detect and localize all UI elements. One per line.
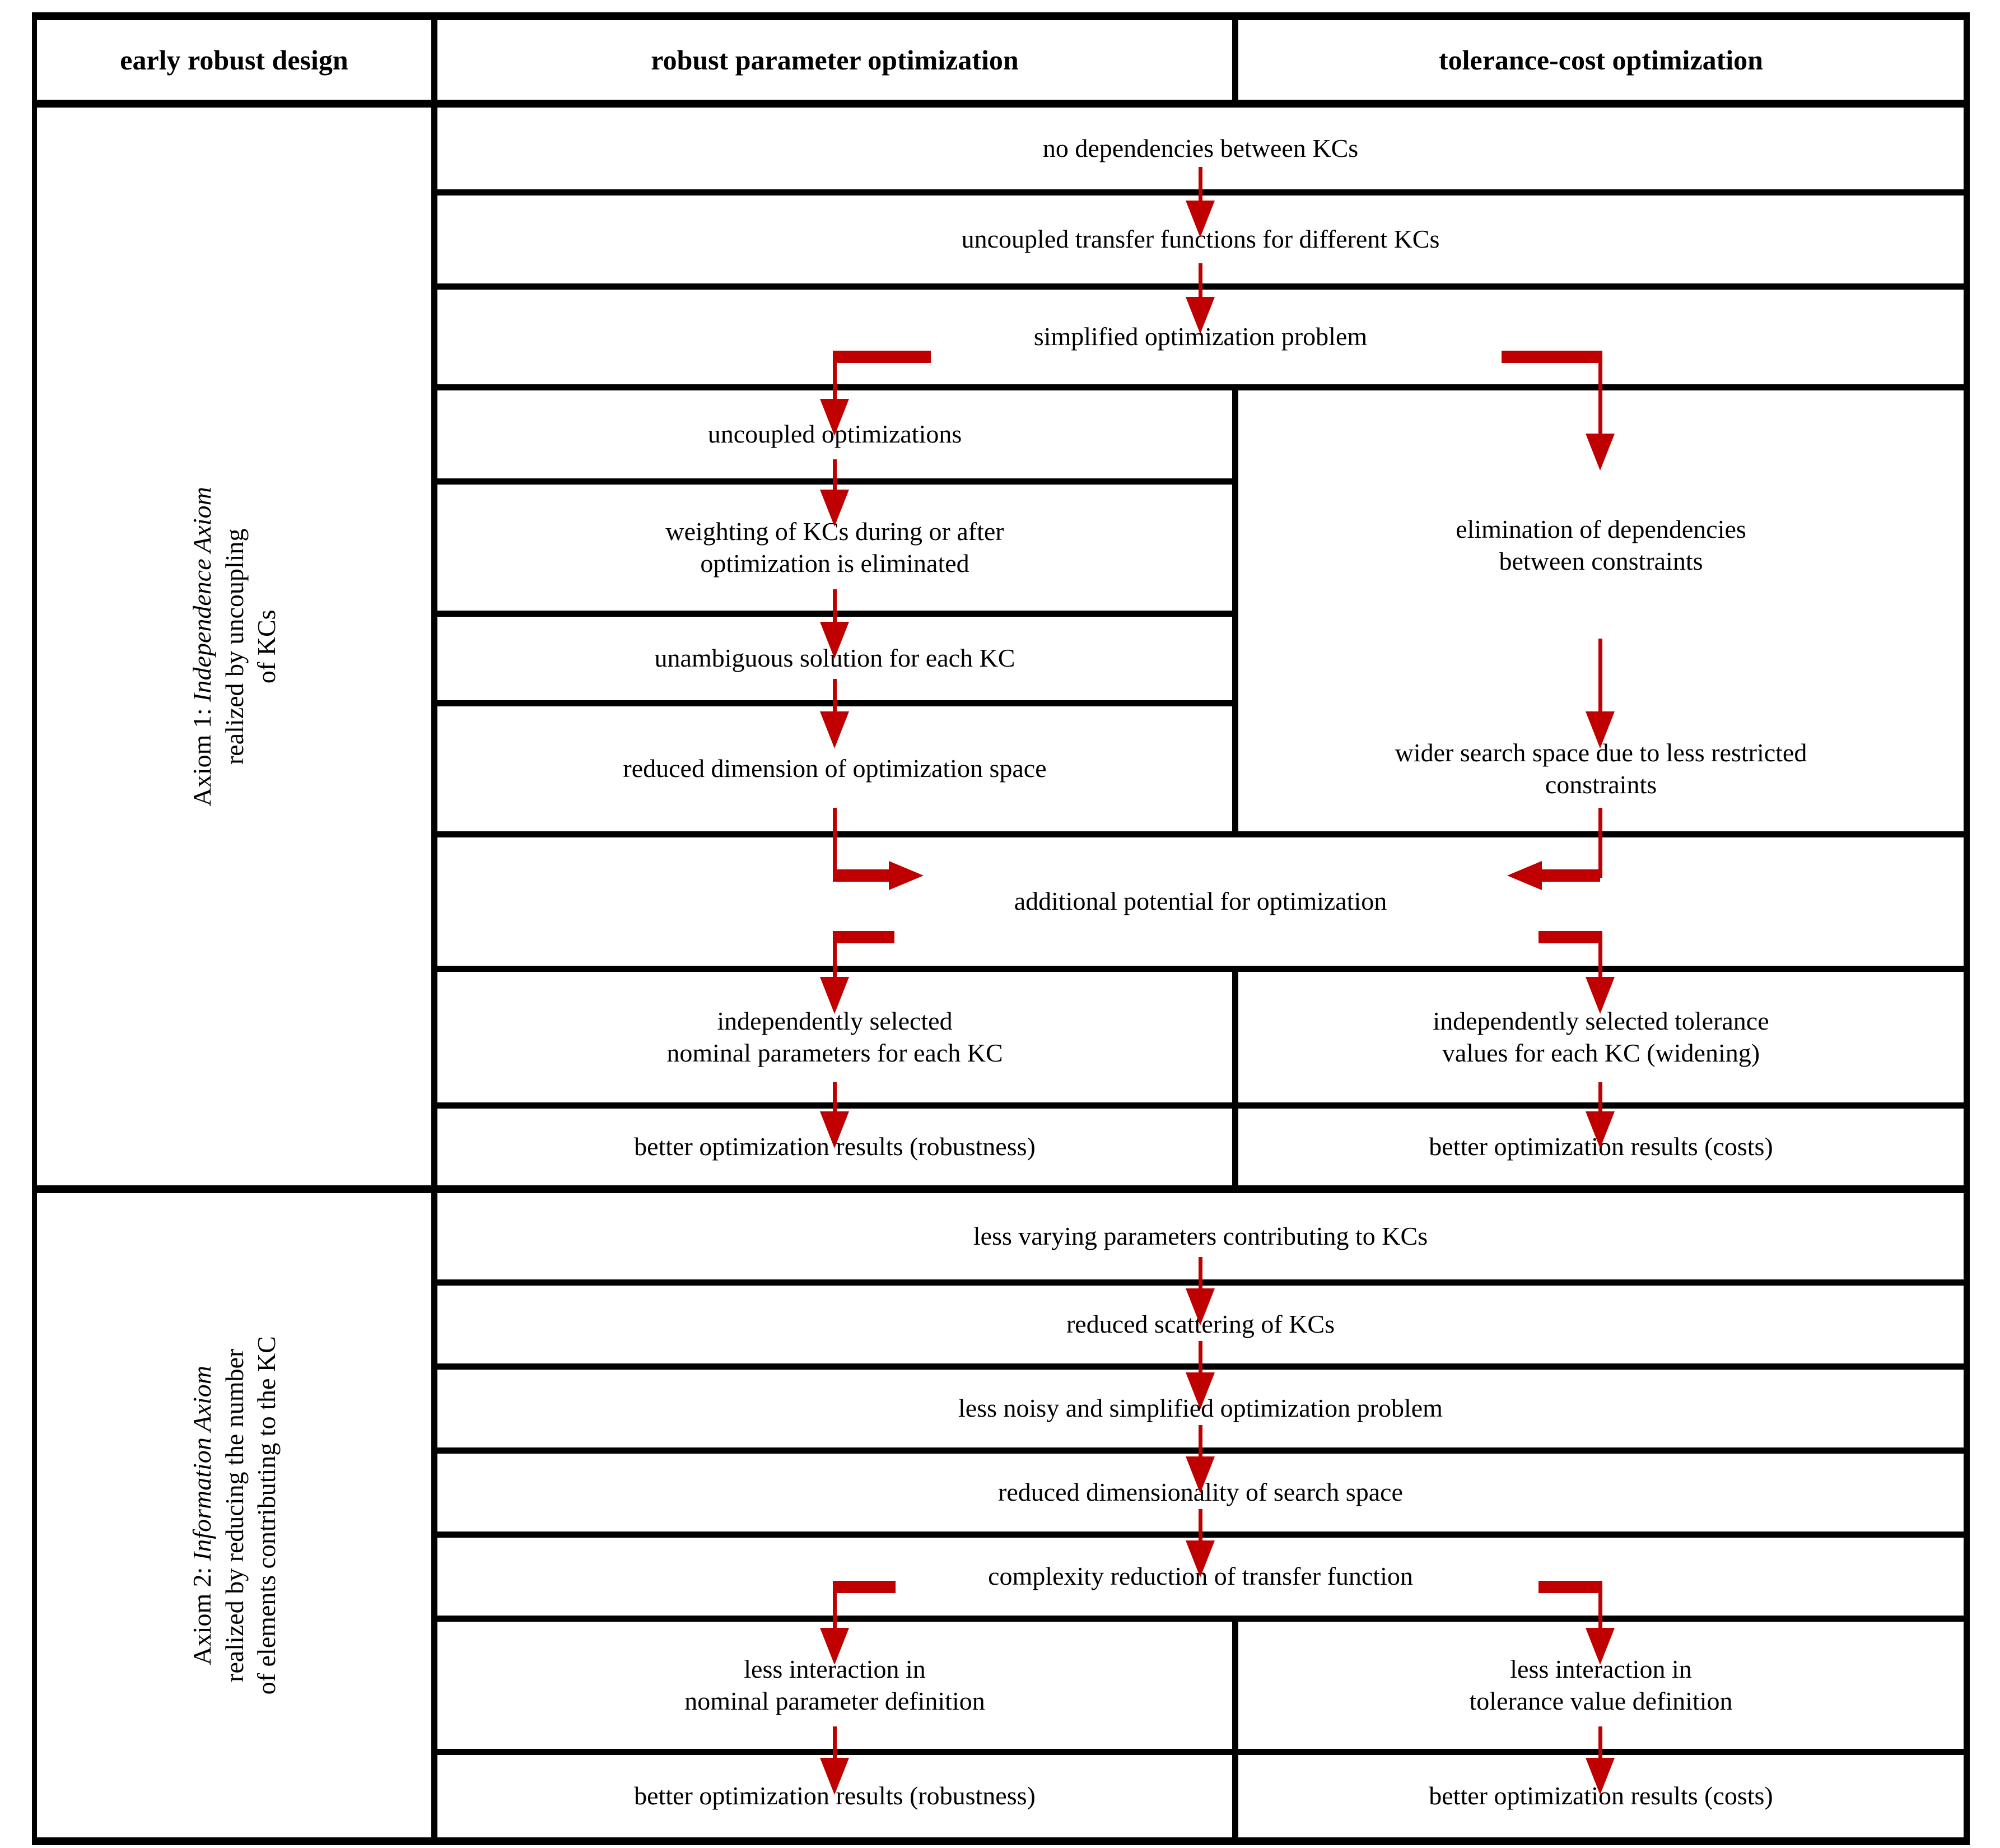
arrow-a2-r4-r5-shaft (1199, 1509, 1202, 1549)
cell-a1-weighting-line2: optimization is eliminated (700, 548, 969, 578)
rule-a2-r5-bot (434, 1616, 1970, 1622)
arrow-a2-r6-r7-left-shaft (833, 1726, 837, 1769)
axiom2-label-line2: realized by reducing the number (220, 1348, 249, 1682)
arrow-a2-r1-r2-head (1186, 1288, 1215, 1325)
cell-a1-wider-line2: constraints (1545, 770, 1657, 799)
cell-a1-indep-nominal-line2: nominal parameters for each KC (666, 1038, 1003, 1067)
arrow-a2-r3-r4-head (1186, 1456, 1215, 1493)
arrow-a1-r8-r9-right-horiz (1539, 931, 1600, 943)
header-early-robust-design: early robust design (120, 44, 348, 76)
rule-a1-r9-bot (434, 1102, 1970, 1109)
arrow-a2-r5-right-head (1586, 1628, 1615, 1665)
header-robust-parameter-optimization: robust parameter optimization (651, 44, 1019, 76)
axiom2-label-italic: Information Axiom (187, 1365, 216, 1561)
cell-a1-elimination-line2: between constraints (1499, 546, 1703, 575)
arrow-a1-r8-r9-left-shaft (833, 931, 837, 984)
arrow-a2-r1-r2-shaft (1199, 1257, 1202, 1297)
arrow-a2-r5-right-shaft (1598, 1581, 1602, 1636)
arrow-a2-r5-left-head (820, 1628, 849, 1665)
arrow-a2-r6-r7-right-shaft (1598, 1726, 1602, 1769)
rule-a2-r6-bot (434, 1749, 1970, 1755)
arrow-a1-r3-left-head (820, 399, 849, 436)
header-tolerance-cost-optimization: tolerance-cost optimization (1438, 44, 1763, 76)
arrow-a1-r1-r2-head (1186, 201, 1215, 238)
arrow-a1-r3-left-horiz (833, 351, 931, 363)
axiom1-label-line2: realized by uncoupling (220, 528, 249, 765)
rule-col2-col3-a1-split2 (1232, 972, 1238, 1186)
arrow-a1-r4-r5-head (820, 490, 849, 527)
arrow-a1-r2-r3-shaft (1199, 263, 1202, 308)
arrow-a1-r9-r10-left-shaft (833, 1082, 837, 1121)
cell-a1-indep-tol-line2: values for each KC (widening) (1442, 1038, 1760, 1067)
arrow-a1-col3-r5-r7-shaft (1598, 639, 1602, 724)
arrow-a1-r6-r7-head (820, 711, 849, 748)
cell-a1-no-dependencies: no dependencies between KCs (1042, 133, 1359, 162)
arrow-a2-r5-left-shaft (833, 1581, 837, 1636)
rule-top (32, 12, 1970, 20)
cell-a1-weighting-of-kcs: weighting of KCs during or after optimiz… (437, 485, 1232, 611)
arrow-a1-r7-r8-right-horiz (1539, 869, 1600, 882)
arrow-a1-r7-r8-right-head (1507, 861, 1542, 890)
rule-a1-r3-bot (434, 384, 1970, 390)
axiom1-label-italic: Independence Axiom (187, 486, 216, 702)
side-label-axiom-2: Axiom 2: Information Axiom realized by r… (37, 1193, 431, 1837)
cell-a1-additional-potential: additional potential for optimization (1014, 887, 1387, 916)
rule-col2-col3-a1-split1 (1232, 390, 1238, 832)
cell-a1-elimination-line1: elimination of dependencies (1456, 515, 1746, 544)
axiom2-label-line3: of elements contributing to the KC (251, 1335, 281, 1695)
axiom1-label-prefix: Axiom 1: (187, 701, 216, 807)
arrow-a1-r3-right-horiz (1502, 351, 1602, 363)
cell-a1-elimination-of-dependencies: elimination of dependencies between cons… (1238, 390, 1964, 700)
arrow-a1-r9-r10-right-shaft (1598, 1082, 1602, 1121)
arrow-a1-r3-right-head (1586, 434, 1615, 471)
arrow-a1-r1-r2-shaft (1199, 167, 1202, 212)
arrow-a1-r8-r9-right-head (1586, 977, 1615, 1014)
arrow-a2-r6-r7-right-head (1586, 1758, 1615, 1795)
axiom1-label-line3: of KCs (251, 609, 281, 683)
arrow-a2-r2-r3-head (1186, 1372, 1215, 1409)
arrow-a2-r6-r7-left-head (820, 1758, 849, 1795)
arrow-a2-r5-left-horiz (833, 1581, 896, 1593)
arrow-a1-r3-right-shaft (1598, 351, 1602, 444)
rule-a1-r7-bot (434, 831, 1970, 837)
cell-a2-less-varying-parameters: less varying parameters contributing to … (973, 1221, 1428, 1250)
arrow-a1-col3-r5-r7-head (1586, 711, 1615, 748)
arrow-a1-r7-r8-left-head (889, 861, 924, 890)
side-label-axiom-1: Axiom 1: Independence Axiom realized by … (37, 108, 431, 1185)
arrow-a1-r8-r9-left-horiz (833, 931, 894, 943)
arrow-a1-r7-r8-left-shaft (833, 808, 837, 878)
rule-col2-col3-a2-split (1232, 1622, 1238, 1837)
arrow-a1-r7-r8-left-horiz (833, 869, 894, 882)
cell-a2-interaction-tol-line2: tolerance value definition (1469, 1686, 1733, 1715)
cell-a2-interaction-nom-line2: nominal parameter definition (684, 1686, 985, 1715)
rule-header-bot (32, 100, 1970, 108)
rule-right-border (1964, 12, 1970, 1845)
arrow-a2-r3-r4-shaft (1199, 1425, 1202, 1465)
axiom2-label-prefix: Axiom 2: (187, 1560, 216, 1665)
arrow-a1-r8-r9-right-shaft (1598, 931, 1602, 984)
arrow-a2-r2-r3-shaft (1199, 1341, 1202, 1381)
arrow-a1-r9-r10-left-head (820, 1111, 849, 1148)
arrow-a2-r4-r5-head (1186, 1540, 1215, 1577)
arrow-a1-r3-left-shaft (833, 351, 837, 409)
arrow-a1-r6-r7-shaft (833, 679, 837, 724)
arrow-a1-r5-r6-head (820, 622, 849, 659)
arrow-a1-r7-r8-right-shaft (1598, 808, 1602, 878)
rule-col1-col2 (431, 12, 437, 1845)
rule-a1-r8-bot (434, 966, 1970, 972)
rule-section-separator (32, 1185, 1970, 1193)
arrow-a1-r5-r6-shaft (833, 589, 837, 634)
arrow-a1-r9-r10-right-head (1586, 1111, 1615, 1148)
arrow-a1-r8-r9-left-head (820, 977, 849, 1014)
rule-bottom (32, 1837, 1970, 1845)
rule-left-border (32, 12, 37, 1845)
arrow-a2-r5-right-horiz (1539, 1581, 1601, 1593)
arrow-a1-r2-r3-head (1186, 297, 1215, 334)
rule-col2-col3-hdr (1232, 12, 1238, 108)
cell-a1-reduced-dimension: reduced dimension of optimization space (623, 754, 1047, 783)
arrow-a1-r4-r5-shaft (833, 459, 837, 504)
